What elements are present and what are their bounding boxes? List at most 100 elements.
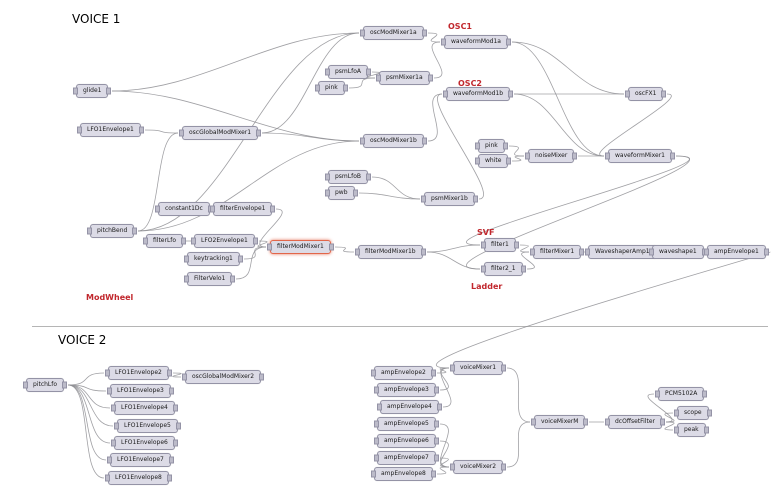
node-pinkA[interactable]: pink	[318, 81, 345, 95]
node-psmMixer1b[interactable]: psmMixer1b	[424, 192, 475, 206]
node-white[interactable]: white	[478, 154, 509, 168]
voice1-title: VOICE 1	[72, 12, 121, 26]
voice2-title: VOICE 2	[58, 333, 107, 347]
annotation-svf: SVF	[477, 228, 495, 237]
node-pwb[interactable]: pwb	[328, 186, 355, 200]
annotation-osc2: OSC2	[458, 79, 482, 88]
annotation-modwheel: ModWheel	[86, 293, 134, 302]
wire-ampEnvelope6-to-voiceMixer2	[439, 440, 450, 468]
node-LFO1Envelope8[interactable]: LFO1Envelope8	[108, 471, 169, 485]
wire-LFO1Envelope1-to-oscGlobalModMixer1	[144, 129, 179, 134]
wire-waveformMixer1-to-filter2_1	[466, 155, 690, 270]
node-pitchBend[interactable]: pitchBend	[90, 224, 135, 238]
node-waveformMod1a[interactable]: waveformMod1a	[444, 35, 508, 49]
node-oscModMixer1a[interactable]: oscModMixer1a	[363, 26, 424, 40]
node-ampEnvelope6[interactable]: ampEnvelope6	[377, 434, 436, 448]
node-LFO2Envelope1[interactable]: LFO2Envelope1	[194, 234, 255, 248]
annotation-osc1: OSC1	[448, 22, 472, 31]
wire-waveformMod1a-to-oscFX1	[511, 41, 625, 95]
wire-waveformMod1b-to-waveformMixer1	[513, 93, 605, 157]
wire-pitchBend-to-oscGlobalModMixer1	[137, 132, 179, 232]
node-waveformMod1b[interactable]: waveformMod1b	[446, 87, 511, 101]
node-waveshape1[interactable]: waveshape1	[652, 245, 704, 259]
wire-oscModMixer1a-to-waveformMod1a	[427, 32, 441, 43]
node-waveshaperAmp1[interactable]: WaveshaperAmp1	[588, 245, 657, 259]
wire-filterEnvelope1-to-filterModMixer1	[259, 208, 283, 248]
node-glide1[interactable]: glide1	[76, 84, 109, 98]
wire-voiceMixer1-to-voiceMixerM	[506, 367, 531, 423]
wire-pitchLfo-to-LFO1Envelope2	[67, 372, 105, 386]
voice-divider	[32, 326, 768, 327]
node-LFO1Envelope6[interactable]: LFO1Envelope6	[114, 436, 175, 450]
node-keytracking1[interactable]: keytracking1	[187, 252, 240, 266]
node-LFO1Envelope5[interactable]: LFO1Envelope5	[117, 419, 178, 433]
node-LFO1Envelope2[interactable]: LFO1Envelope2	[108, 366, 169, 380]
node-scope[interactable]: scope	[677, 406, 709, 420]
node-psmLfoA[interactable]: psmLfoA	[328, 65, 369, 79]
node-ampEnvelope8[interactable]: ampEnvelope8	[374, 467, 433, 481]
node-ampEnvelope7[interactable]: ampEnvelope7	[377, 451, 436, 465]
wire-keytracking1-to-filterModMixer1	[243, 246, 267, 260]
wire-pinkA-to-psmMixer1a	[348, 77, 376, 89]
wire-pitchBend-to-oscModMixer1b	[137, 140, 360, 232]
node-ampEnvelope2[interactable]: ampEnvelope2	[374, 366, 433, 380]
annotation-ladder: Ladder	[471, 282, 503, 291]
node-ampEnvelope4[interactable]: ampEnvelope4	[380, 400, 439, 414]
node-filterMixer1[interactable]: filterMixer1	[533, 245, 582, 259]
node-ampEnvelope5[interactable]: ampEnvelope5	[377, 417, 436, 431]
wire-pitchLfo-to-LFO1Envelope7	[67, 384, 107, 461]
wire-dcOffsetFilter-to-PCM5102A	[647, 393, 673, 423]
wire-ampEnvelope8-to-voiceMixer2	[436, 466, 450, 475]
wire-filterModMixer1-to-filterModMixer1b	[334, 246, 355, 253]
node-LFO1Envelope4[interactable]: LFO1Envelope4	[114, 401, 175, 415]
wire-filterModMixer1b-to-filter1	[426, 244, 481, 253]
wire-dcOffsetFilter-to-peak	[664, 421, 675, 431]
node-filter2_1[interactable]: filter2_1	[484, 262, 523, 276]
node-filterModMixer1[interactable]: filterModMixer1	[270, 240, 331, 254]
node-FilterVelo1[interactable]: FilterVelo1	[187, 272, 233, 286]
node-constant1Dc[interactable]: constant1Dc	[158, 202, 210, 216]
node-filter1[interactable]: filter1	[484, 238, 516, 252]
node-ampEnvelope3[interactable]: ampEnvelope3	[377, 383, 436, 397]
node-psmLfoB[interactable]: psmLfoB	[328, 170, 369, 184]
wire-LFO2Envelope1-to-filterModMixer1	[257, 240, 268, 248]
node-oscFX1[interactable]: oscFX1	[628, 87, 664, 101]
node-pitchLfo[interactable]: pitchLfo	[26, 378, 65, 392]
node-filterEnvelope1[interactable]: filterEnvelope1	[213, 202, 273, 216]
node-filterModMixer1b[interactable]: filterModMixer1b	[358, 245, 423, 259]
node-PCM5102A[interactable]: PCM5102A	[658, 387, 705, 401]
node-voiceMixerM[interactable]: voiceMixerM	[534, 415, 586, 429]
node-peak[interactable]: peak	[677, 423, 706, 437]
node-oscGlobalModMixer2[interactable]: oscGlobalModMixer2	[185, 370, 262, 384]
wire-white-to-noiseMixer	[511, 155, 525, 162]
node-oscGlobalModMixer1[interactable]: oscGlobalModMixer1	[182, 126, 259, 140]
node-waveformMixer1[interactable]: waveformMixer1	[608, 149, 673, 163]
node-LFO1Envelope1[interactable]: LFO1Envelope1	[80, 123, 141, 137]
wire-pitchLfo-to-LFO1Envelope8	[67, 384, 105, 479]
node-LFO1Envelope3[interactable]: LFO1Envelope3	[110, 384, 171, 398]
wire-filter2_1-to-filterMixer1	[521, 251, 535, 270]
node-ampEnvelope1[interactable]: ampEnvelope1	[707, 245, 766, 259]
wire-psmLfoB-to-psmMixer1b	[371, 176, 421, 200]
node-voiceMixer1[interactable]: voiceMixer1	[453, 361, 504, 375]
wire-filter1-to-filterMixer1	[519, 244, 530, 253]
wire-ampEnvelope2-to-voiceMixer1	[436, 367, 450, 374]
wire-oscFX1-to-waveformMixer1	[599, 93, 672, 157]
wire-pitchLfo-to-LFO1Envelope5	[67, 384, 114, 427]
node-pinkB[interactable]: pink	[478, 139, 505, 153]
wire-oscGlobalModMixer1-to-oscModMixer1a	[261, 32, 360, 134]
node-filterLfo[interactable]: filterLfo	[146, 234, 184, 248]
node-oscModMixer1b[interactable]: oscModMixer1b	[363, 134, 424, 148]
wire-LFO1Envelope2-to-oscGlobalModMixer2	[172, 372, 182, 378]
node-voiceMixer2[interactable]: voiceMixer2	[453, 460, 504, 474]
node-noiseMixer[interactable]: noiseMixer	[528, 149, 575, 163]
wire-waveformMixer1-to-filter1	[466, 155, 690, 246]
wire-psmMixer1b-to-waveformMod1b	[437, 93, 484, 200]
wire-pinkB-to-noiseMixer	[508, 145, 525, 157]
node-LFO1Envelope7[interactable]: LFO1Envelope7	[110, 453, 171, 467]
node-psmMixer1a[interactable]: psmMixer1a	[379, 71, 430, 85]
wire-voiceMixer2-to-voiceMixerM	[506, 421, 531, 468]
node-dcOffsetFilter[interactable]: dcOffsetFilter	[608, 415, 662, 429]
wire-oscGlobalModMixer1-to-oscModMixer1b	[261, 132, 360, 142]
